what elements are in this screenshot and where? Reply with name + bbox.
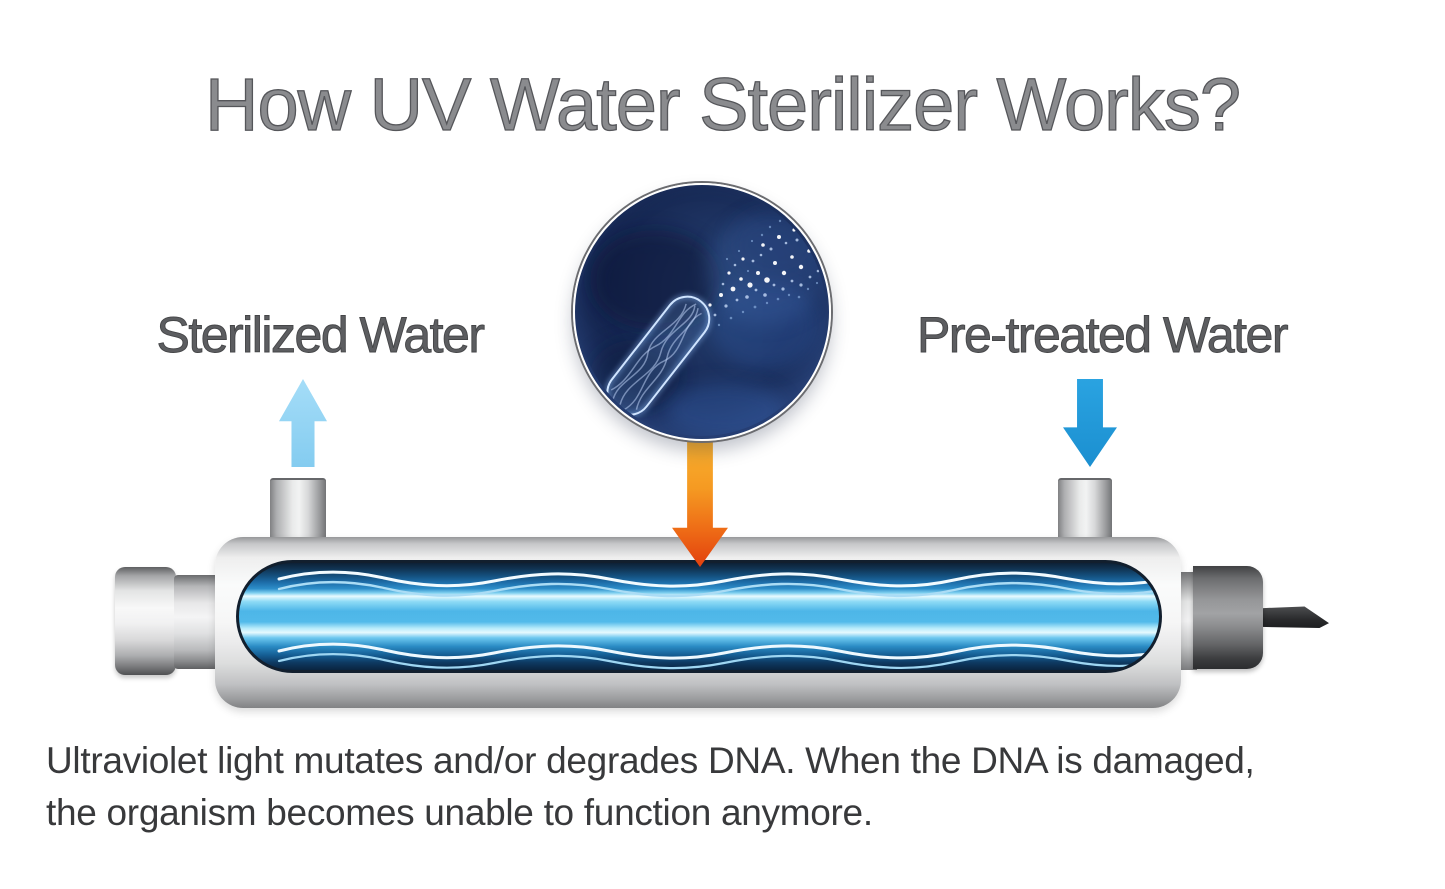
caption-line-2: the organism becomes unable to function … <box>46 792 873 833</box>
right-end-cap <box>1193 566 1263 669</box>
caption: Ultraviolet light mutates and/or degrade… <box>46 735 1426 839</box>
left-end-connector <box>174 575 220 669</box>
uv-chamber <box>236 560 1162 673</box>
power-cable <box>1261 606 1329 628</box>
bacterium-illustration <box>590 207 825 436</box>
outlet-pipe <box>270 478 326 542</box>
water-waves <box>277 570 1159 670</box>
right-end-ring <box>1179 572 1197 670</box>
up-arrow-icon <box>279 379 327 467</box>
left-end-cap <box>115 567 176 675</box>
caption-line-1: Ultraviolet light mutates and/or degrade… <box>46 740 1255 781</box>
inlet-pipe <box>1058 478 1112 542</box>
down-arrow-icon <box>1063 379 1117 467</box>
bacteria-image <box>573 183 831 441</box>
page-title: How UV Water Sterilizer Works? <box>204 63 1241 146</box>
label-pretreated-water: Pre-treated Water <box>916 307 1289 363</box>
label-sterilized-water: Sterilized Water <box>156 307 485 363</box>
